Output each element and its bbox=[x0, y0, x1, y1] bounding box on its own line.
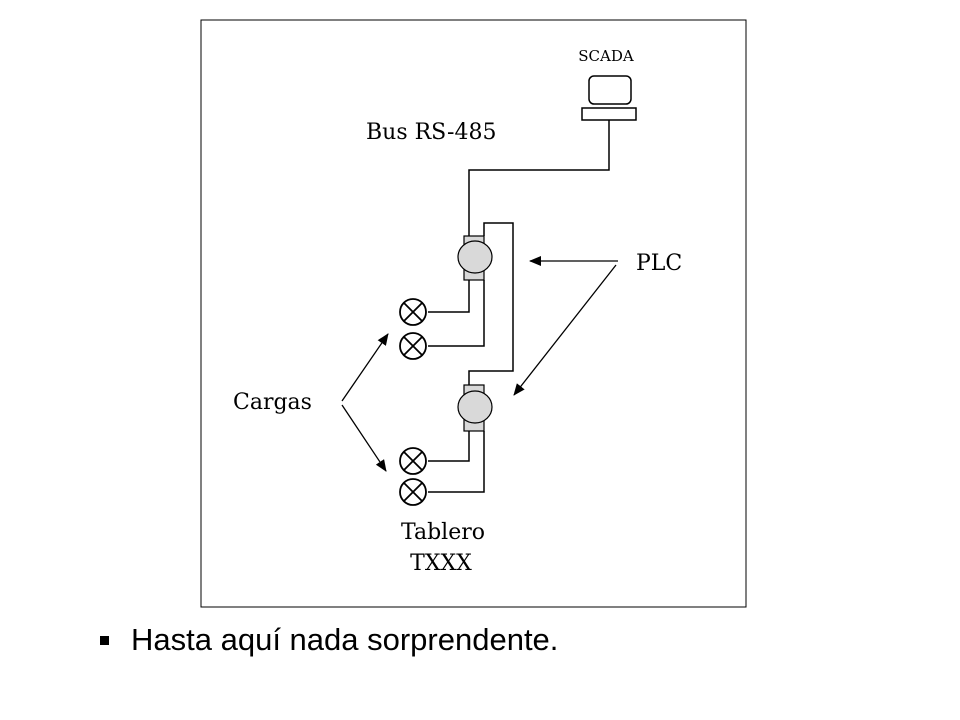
tablero-label-line-2: TXXX bbox=[410, 551, 472, 576]
cargas-arrow-1 bbox=[341, 333, 389, 402]
load-wire-4 bbox=[428, 431, 485, 493]
load-wire-1 bbox=[428, 280, 470, 313]
plc-1-icon bbox=[457, 235, 493, 281]
tablero-label-line-1: Tablero bbox=[401, 520, 485, 545]
load-wire-2 bbox=[428, 280, 485, 347]
diagram-frame bbox=[200, 19, 747, 608]
load-wire-3 bbox=[428, 431, 470, 462]
plc-arrow-2 bbox=[513, 264, 617, 396]
plc-label: PLC bbox=[636, 251, 682, 276]
load-1-icon bbox=[399, 298, 427, 326]
load-2-icon bbox=[399, 332, 427, 360]
load-3-icon bbox=[399, 447, 427, 475]
bullet-point: Hasta aquí nada sorprendente. bbox=[100, 622, 558, 658]
load-4-icon bbox=[399, 478, 427, 506]
cargas-arrow-2 bbox=[341, 404, 387, 472]
square-bullet-icon bbox=[100, 635, 109, 645]
bullet-text: Hasta aquí nada sorprendente. bbox=[131, 622, 559, 657]
plc-link-line bbox=[468, 222, 514, 385]
plc-2-icon bbox=[457, 384, 493, 432]
bus-line bbox=[468, 120, 610, 236]
scada-label: SCADA bbox=[578, 47, 634, 65]
bus-label: Bus RS-485 bbox=[366, 120, 497, 145]
cargas-label: Cargas bbox=[233, 390, 312, 415]
scada-computer-icon bbox=[581, 75, 637, 121]
